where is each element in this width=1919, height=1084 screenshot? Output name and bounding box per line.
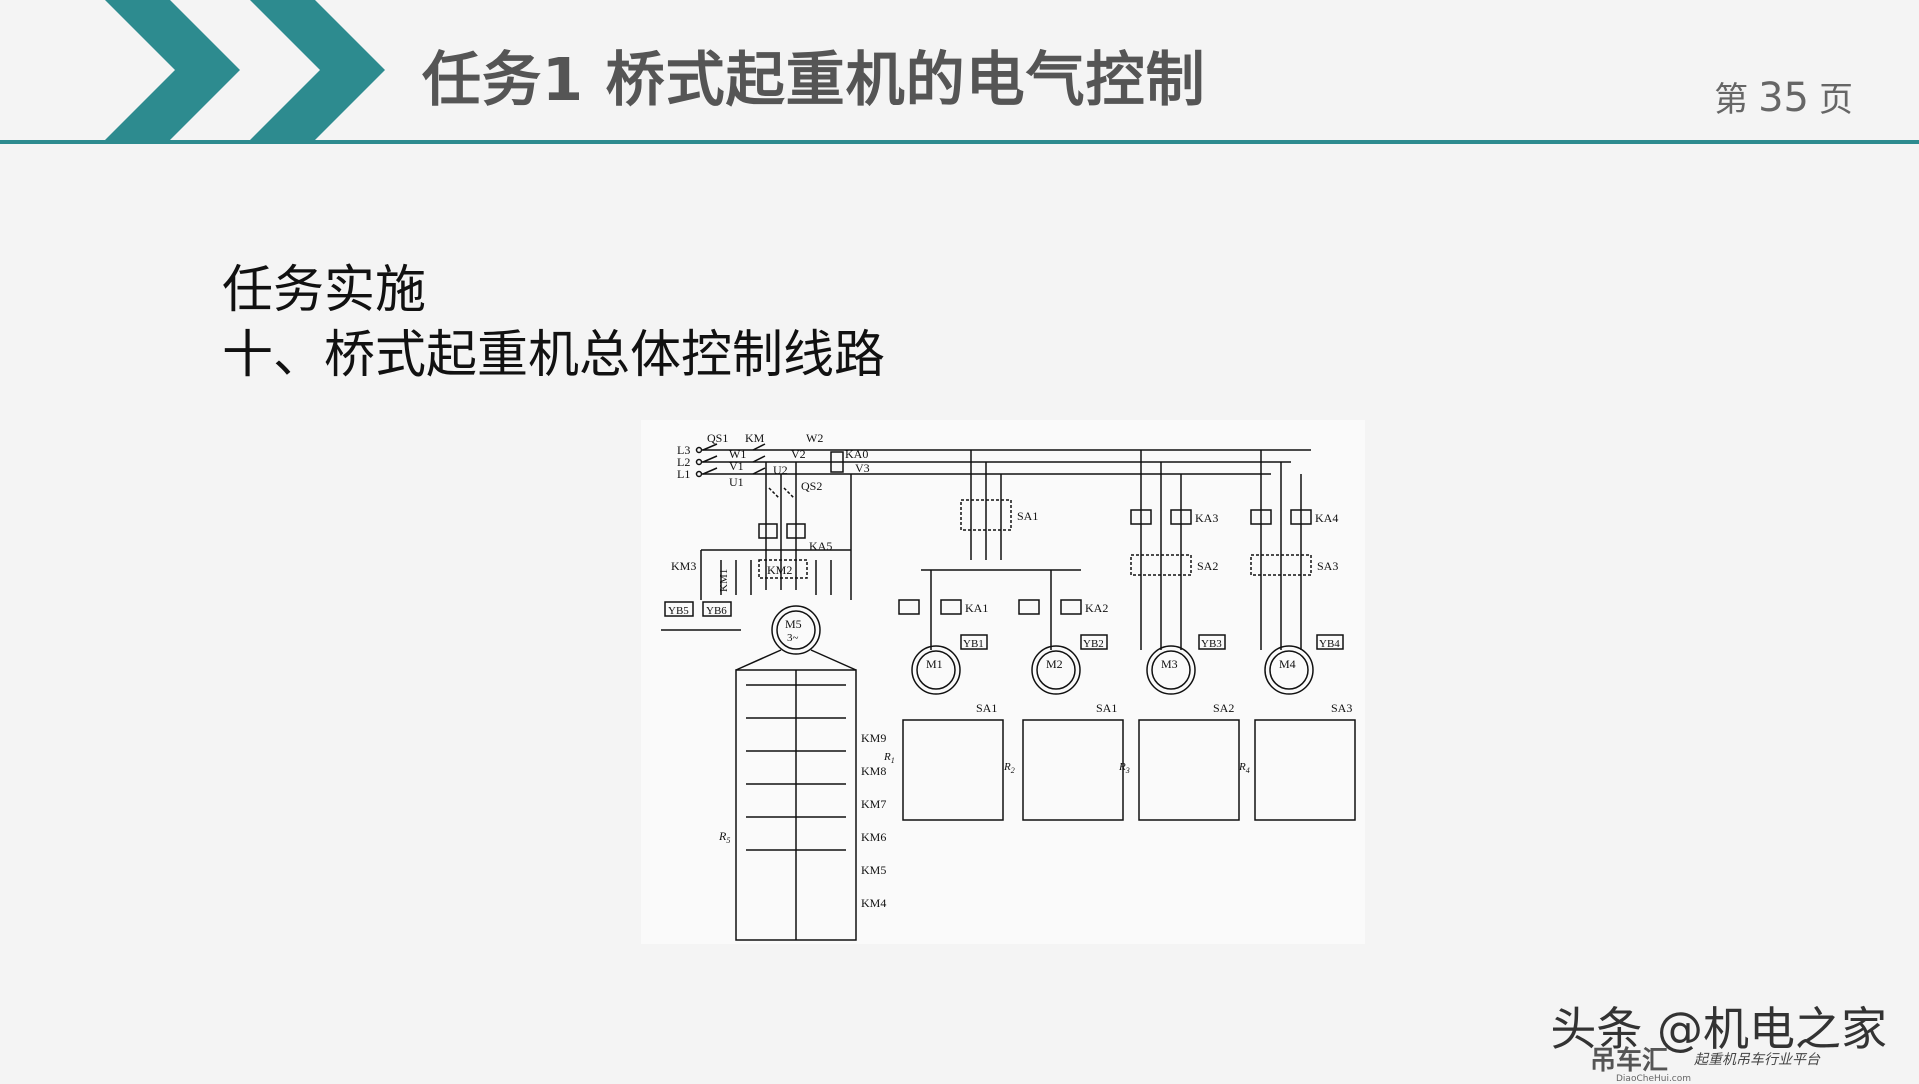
page-number-value: 35 <box>1758 75 1809 121</box>
label-km7: KM7 <box>861 797 886 811</box>
km2-box <box>758 559 808 579</box>
svg-text:R4: R4 <box>1238 761 1250 775</box>
logo-tagline: 起重机吊车行业平台 <box>1694 1051 1821 1068</box>
label-km3: KM3 <box>671 559 696 573</box>
label-sa1-top: SA1 <box>1017 509 1038 523</box>
label-km1: KM1 <box>718 569 730 592</box>
label-sa3-top: SA3 <box>1317 559 1338 573</box>
svg-text:YB1: YB1 <box>963 638 984 650</box>
header-divider <box>0 140 1919 144</box>
svg-text:KA2: KA2 <box>1085 601 1108 615</box>
label-km4: KM4 <box>861 896 886 910</box>
label-v3: V3 <box>855 461 870 475</box>
motor-group-m2: KA2 YB2 M2 SA1 R2 <box>1003 599 1124 821</box>
motor-group-m1: KA1 YB1 M1 SA1 R1 <box>883 599 1004 821</box>
resistor-steps <box>746 684 846 851</box>
label-l1: L1 <box>677 467 690 481</box>
svg-text:SA2: SA2 <box>1213 701 1234 715</box>
svg-text:KA3: KA3 <box>1195 511 1218 525</box>
chevron-right-shape <box>250 0 385 140</box>
motor-m5 <box>771 605 821 655</box>
label-l3: L3 <box>677 443 690 457</box>
label-ka5: KA5 <box>809 539 832 553</box>
label-m5-phase: 3~ <box>787 632 799 644</box>
sa2-box <box>1130 554 1192 576</box>
label-w1: W1 <box>729 447 746 461</box>
hoist-coil-a <box>758 523 778 539</box>
label-qs1: QS1 <box>707 431 728 445</box>
svg-text:YB4: YB4 <box>1319 638 1340 650</box>
label-km: KM <box>745 431 765 445</box>
label-km9: KM9 <box>861 731 886 745</box>
hoist-coil-b <box>786 523 806 539</box>
section-subtitle: 十、桥式起重机总体控制线路 <box>222 326 886 385</box>
logo-domain: DiaoCheHui.com <box>1616 1074 1692 1084</box>
sa3-box <box>1250 554 1312 576</box>
yb6-box <box>702 601 732 617</box>
label-yb6: YB6 <box>706 605 727 617</box>
content-heading: 任务实施 十、桥式起重机总体控制线路 <box>222 258 885 388</box>
svg-text:M3: M3 <box>1161 657 1178 671</box>
chevron-left-shape <box>105 0 240 140</box>
label-w2: W2 <box>806 431 823 445</box>
svg-text:M4: M4 <box>1279 657 1296 671</box>
header-chevrons <box>105 0 385 140</box>
label-qs2: QS2 <box>801 479 822 493</box>
svg-text:R3: R3 <box>1118 761 1130 775</box>
page-title: 任务1 桥式起重机的电气控制 <box>422 45 1206 114</box>
label-km5: KM5 <box>861 863 886 877</box>
sa1-box <box>960 499 1012 531</box>
page-suffix: 页 <box>1819 80 1853 120</box>
motor-group-m4: KA4 YB4 M4 SA3 R4 <box>1238 509 1356 821</box>
label-v2: V2 <box>791 447 806 461</box>
page-prefix: 第 <box>1714 80 1749 120</box>
svg-text:YB2: YB2 <box>1083 638 1104 650</box>
label-km8: KM8 <box>861 764 886 778</box>
svg-text:SA1: SA1 <box>1096 701 1117 715</box>
svg-text:SA3: SA3 <box>1331 701 1352 715</box>
svg-text:SA1: SA1 <box>976 701 997 715</box>
svg-text:R2: R2 <box>1003 761 1015 775</box>
label-m5: M5 <box>785 617 802 631</box>
svg-text:R1: R1 <box>883 751 895 765</box>
label-u1: U1 <box>729 475 744 489</box>
motor-group-m3: KA3 YB3 M3 SA2 R3 <box>1118 509 1240 821</box>
svg-text:KA4: KA4 <box>1315 511 1338 525</box>
brand-logo: 吊车汇 DiaoCheHui.com 起重机吊车行业平台 <box>1590 1040 1821 1084</box>
label-r5: R5 <box>718 829 730 845</box>
svg-text:KA1: KA1 <box>965 601 988 615</box>
label-yb5: YB5 <box>668 605 689 617</box>
label-l2: L2 <box>677 455 690 469</box>
ka0-coil <box>830 451 844 473</box>
label-v1: V1 <box>729 459 744 473</box>
label-km6: KM6 <box>861 830 886 844</box>
yb5-box <box>664 601 694 617</box>
svg-text:YB3: YB3 <box>1201 638 1222 650</box>
svg-text:M2: M2 <box>1046 657 1063 671</box>
logo-brand: 吊车汇 <box>1590 1046 1669 1076</box>
svg-text:M1: M1 <box>926 657 943 671</box>
label-sa2-top: SA2 <box>1197 559 1218 573</box>
circuit-diagram: L3 L2 L1 QS1 KM W2 W1 V2 V1 U2 U1 KA0 V3… <box>641 420 1365 944</box>
section-title: 任务实施 <box>222 261 427 320</box>
label-u2: U2 <box>773 463 788 477</box>
watermark-text: 头条 @机电之家 <box>1550 1002 1887 1056</box>
label-km2: KM2 <box>767 563 792 577</box>
label-ka0: KA0 <box>845 447 868 461</box>
